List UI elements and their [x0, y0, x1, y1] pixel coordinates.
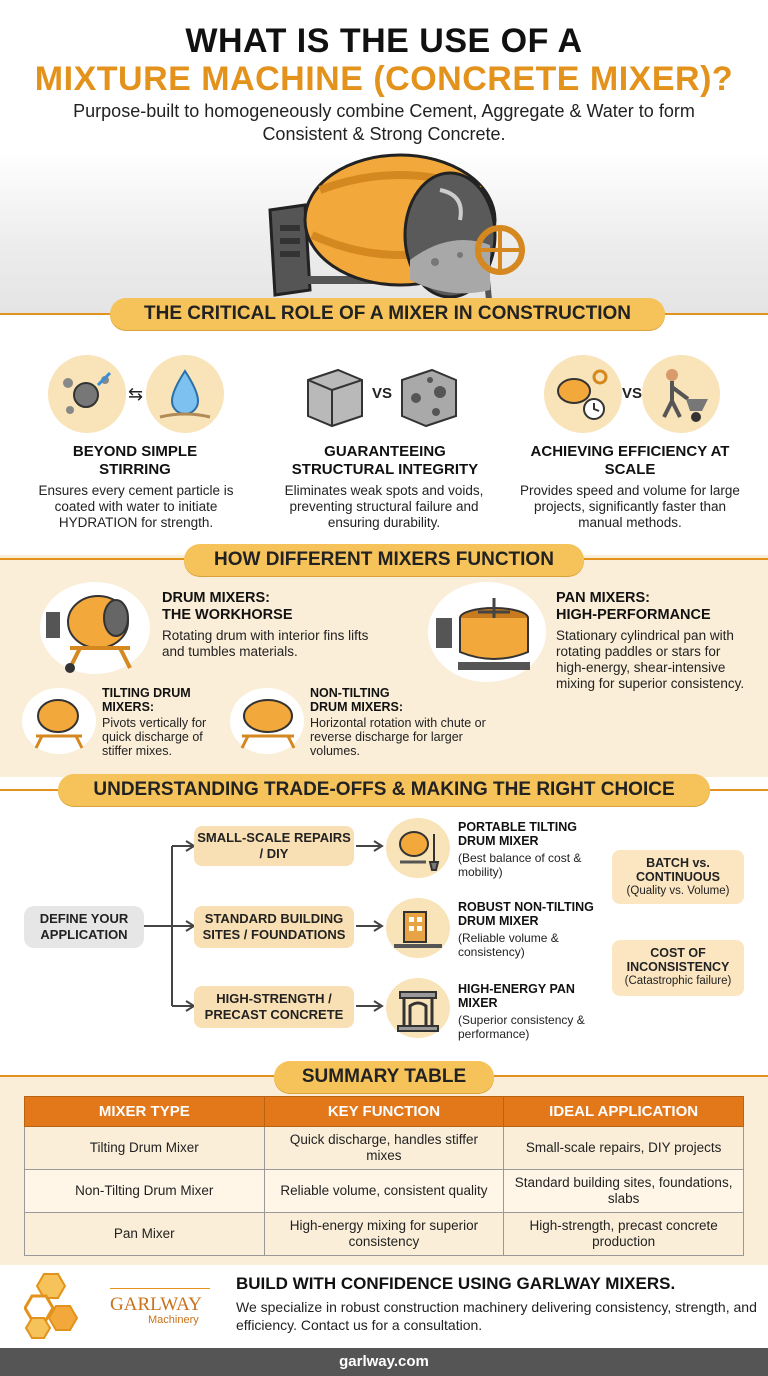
- exchange-arrows-icon: ⇆: [128, 384, 144, 404]
- cost-of-inconsistency-box: COST OF INCONSISTENCY (Catastrophic fail…: [612, 940, 744, 996]
- table-row: Non-Tilting Drum Mixer Reliable volume, …: [24, 1169, 744, 1213]
- tilting-mixer-title1: TILTING DRUM: [102, 686, 191, 700]
- table-cell: High-energy mixing for superior consiste…: [263, 1212, 505, 1256]
- building-site-icon: [386, 898, 450, 958]
- table-header: IDEAL APPLICATION: [503, 1096, 744, 1127]
- cement-particles-icon: [48, 355, 126, 433]
- define-application-node: DEFINE YOUR APPLICATION: [24, 906, 144, 948]
- pan-mixer-icon: [428, 582, 546, 682]
- table-row: Tilting Drum Mixer Quick discharge, hand…: [24, 1126, 744, 1170]
- rec-title-robust: ROBUST NON-TILTING DRUM MIXER: [458, 900, 594, 928]
- table-cell: Pan Mixer: [24, 1212, 265, 1256]
- logo-divider: [110, 1288, 210, 1289]
- drum-mixer-title2: THE WORKHORSE: [162, 607, 293, 623]
- pan-mixer-title2: HIGH-PERFORMANCE: [556, 607, 711, 623]
- table-cell: Tilting Drum Mixer: [24, 1126, 265, 1170]
- vs-label: VS: [372, 385, 393, 402]
- role-title-integrity: GUARANTEEING STRUCTURAL INTEGRITY: [291, 443, 479, 478]
- case-standard-sites: STANDARD BUILDING SITES / FOUNDATIONS: [194, 906, 354, 948]
- side-note: (Catastrophic failure): [624, 975, 732, 987]
- portable-mixer-shovel-icon: [386, 818, 450, 878]
- drum-mixer-icon: [40, 582, 150, 674]
- mixer-clock-icon: [544, 355, 622, 433]
- role-desc-integrity: Eliminates weak spots and voids, prevent…: [284, 483, 484, 530]
- page-title-line1: WHAT IS THE USE OF A: [185, 22, 583, 60]
- side-note: (Quality vs. Volume): [626, 885, 730, 897]
- decision-tree-connectors: [144, 840, 384, 1012]
- tilting-mixer-desc: Pivots vertically for quick discharge of…: [102, 716, 207, 758]
- table-header: MIXER TYPE: [24, 1096, 265, 1127]
- table-cell: High-strength, precast concrete producti…: [503, 1212, 744, 1256]
- rec-note-pan: (Superior consistency & performance): [458, 1013, 585, 1041]
- rec-title-portable: PORTABLE TILTING DRUM MIXER: [458, 820, 577, 848]
- tradeoff-section-banner: UNDERSTANDING TRADE-OFFS & MAKING THE RI…: [58, 774, 710, 806]
- role-desc-stirring: Ensures every cement particle is coated …: [38, 483, 234, 530]
- side-title: BATCH vs. CONTINUOUS: [635, 856, 721, 884]
- footer-url-link[interactable]: garlway.com: [0, 1348, 768, 1376]
- rec-note-portable: (Best balance of cost & mobility): [458, 851, 582, 879]
- side-title: COST OF INCONSISTENCY: [626, 946, 730, 974]
- case-small-scale: SMALL-SCALE REPAIRS / DIY: [194, 826, 354, 866]
- non-tilting-mixer-title2: DRUM MIXERS:: [310, 700, 404, 714]
- porous-concrete-block-icon: [392, 358, 464, 430]
- table-cell: Reliable volume, consistent quality: [263, 1169, 505, 1213]
- drum-mixer-desc: Rotating drum with interior fins lifts a…: [162, 628, 369, 659]
- non-tilting-mixer-title1: NON-TILTING: [310, 686, 390, 700]
- brand-name: GARLWAY: [110, 1294, 202, 1315]
- precast-arch-icon: [386, 978, 450, 1038]
- role-desc-efficiency: Provides speed and volume for large proj…: [520, 483, 740, 530]
- role-title-efficiency: ACHIEVING EFFICIENCY AT SCALE: [530, 443, 730, 478]
- cta-title: BUILD WITH CONFIDENCE USING GARLWAY MIXE…: [236, 1274, 676, 1293]
- batch-vs-continuous-box: BATCH vs. CONTINUOUS (Quality vs. Volume…: [612, 850, 744, 904]
- tilting-drum-mixer-icon: [22, 688, 96, 754]
- table-cell: Standard building sites, foundations, sl…: [503, 1169, 744, 1213]
- role-section-banner: THE CRITICAL ROLE OF A MIXER IN CONSTRUC…: [110, 298, 665, 330]
- table-cell: Small-scale repairs, DIY projects: [503, 1126, 744, 1170]
- summary-table: MIXER TYPE KEY FUNCTION IDEAL APPLICATIO…: [24, 1096, 744, 1256]
- function-section-banner: HOW DIFFERENT MIXERS FUNCTION: [184, 544, 584, 576]
- cta-description: We specialize in robust construction mac…: [236, 1299, 757, 1333]
- garlway-logo-icon: [24, 1273, 79, 1339]
- table-cell: Quick discharge, handles stiffer mixes: [263, 1126, 505, 1170]
- non-tilting-mixer-desc: Horizontal rotation with chute or revers…: [310, 716, 486, 758]
- rec-title-pan: HIGH-ENERGY PAN MIXER: [458, 982, 575, 1010]
- non-tilting-drum-mixer-icon: [230, 688, 304, 754]
- drum-mixer-title1: DRUM MIXERS:: [162, 590, 270, 606]
- worker-wheelbarrow-icon: [642, 355, 720, 433]
- case-high-strength: HIGH-STRENGTH / PRECAST CONCRETE: [194, 986, 354, 1028]
- table-row: Pan Mixer High-energy mixing for superio…: [24, 1212, 744, 1256]
- water-drop-icon: [146, 355, 224, 433]
- concrete-mixer-icon: [268, 153, 525, 311]
- pan-mixer-title1: PAN MIXERS:: [556, 590, 650, 606]
- table-header-row: MIXER TYPE KEY FUNCTION IDEAL APPLICATIO…: [24, 1096, 744, 1127]
- brand-subtitle: Machinery: [148, 1314, 199, 1326]
- table-cell: Non-Tilting Drum Mixer: [24, 1169, 265, 1213]
- page-title-line2: MIXTURE MACHINE (CONCRETE MIXER)?: [34, 60, 734, 98]
- vs-label: VS: [622, 385, 643, 402]
- summary-section-banner: SUMMARY TABLE: [274, 1061, 494, 1093]
- tilting-mixer-title2: MIXERS:: [102, 700, 155, 714]
- solid-concrete-block-icon: [298, 358, 370, 430]
- role-title-stirring: BEYOND SIMPLE STIRRING: [72, 443, 198, 478]
- table-header: KEY FUNCTION: [263, 1096, 505, 1127]
- rec-note-robust: (Reliable volume & consistency): [458, 931, 559, 959]
- page-subtitle: Purpose-built to homogeneously combine C…: [73, 101, 695, 144]
- pan-mixer-desc: Stationary cylindrical pan with rotating…: [556, 628, 745, 691]
